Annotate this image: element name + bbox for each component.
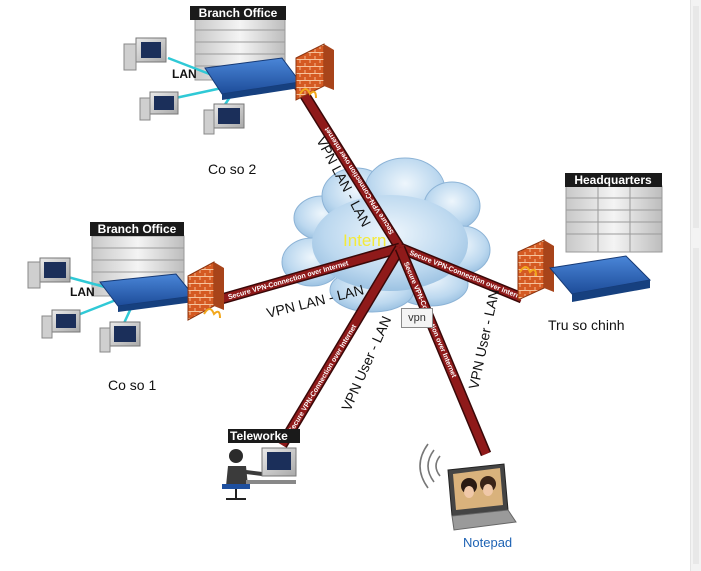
laptop-icon: [447, 463, 517, 531]
person-at-desk-icon: [222, 449, 296, 500]
firewall-icon: [517, 239, 554, 301]
wireless-icon: [419, 443, 441, 489]
pc-icon: [261, 447, 297, 477]
site-title-bar: [190, 6, 286, 20]
notebook: Notepad: [419, 443, 517, 550]
lan-label-top: LAN: [172, 67, 197, 81]
pc-icon: [27, 257, 71, 289]
site-caption-branch-left: Co so 1: [108, 377, 156, 393]
pc-icon: [99, 321, 141, 353]
site-title-teleworker: Teleworke: [230, 429, 288, 443]
internet-cloud: Intern: [281, 157, 491, 313]
site-caption-branch-top: Co so 2: [208, 161, 256, 177]
site-title-branch-left: Branch Office: [98, 222, 177, 236]
vpn-badge: vpn: [401, 308, 433, 328]
site-title-bar: [228, 429, 300, 443]
server-rack-icon: [565, 185, 663, 253]
site-title-hq: Headquarters: [574, 173, 652, 187]
pc-icon: [41, 309, 81, 339]
router-icon: [99, 273, 195, 312]
headquarters: Headquarters Tru so chinh: [517, 173, 663, 333]
site-title-bar: [90, 222, 184, 236]
link-label-notebook: VPN User - LAN: [465, 288, 502, 391]
tunnel-label-teleworker: Secure VPN-Connection over Internet: [288, 323, 359, 434]
pc-icon: [139, 91, 179, 121]
site-caption-notebook: Notepad: [463, 535, 512, 550]
pc-icon: [203, 103, 245, 135]
lan-label-left: LAN: [70, 285, 95, 299]
site-title-branch-top: Branch Office: [199, 6, 278, 20]
router-icon: [549, 255, 652, 302]
firewall-icon: [295, 43, 334, 101]
cloud-label: Intern: [343, 231, 386, 250]
teleworker: Teleworke: [222, 429, 300, 500]
site-title-bar: [565, 173, 662, 187]
site-caption-hq: Tru so chinh: [548, 317, 625, 333]
pc-icon: [123, 37, 167, 71]
scrollbar[interactable]: [690, 0, 701, 571]
branch-office-top: Branch Office LAN C: [123, 6, 334, 177]
firewall-icon: [187, 261, 224, 321]
branch-office-left: Branch Office LAN C: [27, 222, 224, 393]
router-icon: [204, 57, 301, 100]
